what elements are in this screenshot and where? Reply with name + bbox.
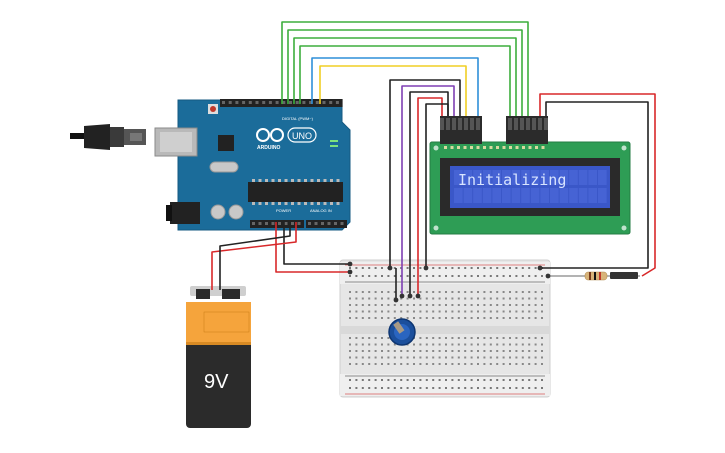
chip-pins xyxy=(252,179,340,205)
wire-yellow xyxy=(319,65,467,118)
wire-green-1 xyxy=(281,21,529,118)
wire-black-backlight xyxy=(540,101,649,269)
wire-blue xyxy=(311,57,479,118)
analog-header[interactable] xyxy=(306,220,347,228)
battery-label: 9V xyxy=(204,371,229,393)
breadboard-holes xyxy=(349,267,543,389)
lcd-character-cells xyxy=(454,170,607,203)
wire-green-4 xyxy=(299,45,511,118)
arduino-logo: ARDUINO UNO xyxy=(256,127,317,151)
wire-green-2 xyxy=(287,29,523,118)
wire-purple-lcd xyxy=(401,85,455,296)
wire-end-connectors xyxy=(347,118,551,303)
arduino-brand-label: ARDUINO xyxy=(257,145,280,151)
resistor[interactable] xyxy=(548,271,640,281)
wire-red-battery xyxy=(211,222,297,290)
lcd-display-text: Initializing xyxy=(458,171,566,189)
power-label: POWER xyxy=(276,208,291,213)
power-header[interactable] xyxy=(250,220,304,228)
lcd-pin-header xyxy=(444,146,545,149)
analog-label: ANALOG IN xyxy=(310,208,332,213)
potentiometer[interactable] xyxy=(388,318,416,346)
breadboard[interactable] xyxy=(339,259,551,398)
wire-green-3 xyxy=(293,37,517,118)
wire-black-gnd xyxy=(283,222,350,265)
arduino-uno-board[interactable]: ARDUINO UNO DIGITAL (PWM~) POWER ANALOG … xyxy=(70,99,351,231)
wire-black-lcd-1 xyxy=(389,79,461,268)
wire-red-backlight xyxy=(539,93,656,277)
lcd-16x2[interactable]: Initializing xyxy=(429,141,631,235)
digital-pins-label: DIGITAL (PWM~) xyxy=(282,116,314,121)
wire-red-lcd xyxy=(417,97,443,296)
wire-black-lcd-3 xyxy=(425,103,449,268)
wires xyxy=(211,21,656,300)
lcd-header-blocks xyxy=(440,116,548,144)
battery-9v[interactable]: 9V xyxy=(186,286,251,428)
usb-cable xyxy=(70,124,146,150)
arduino-model-label: UNO xyxy=(292,131,312,141)
wire-black-battery xyxy=(219,222,291,290)
